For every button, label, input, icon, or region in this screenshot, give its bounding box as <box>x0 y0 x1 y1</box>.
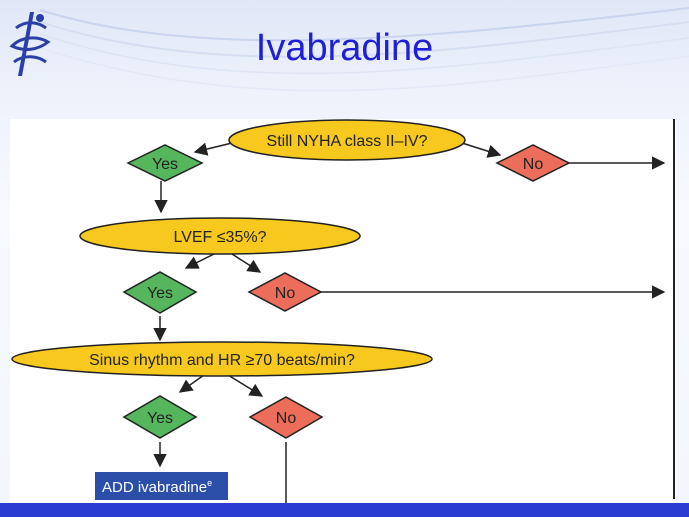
decision-yes-2-label: Yes <box>147 285 173 302</box>
action-label: ADD ivabradinee <box>102 478 212 496</box>
edge-q2-no <box>231 253 262 273</box>
action-box <box>95 472 228 500</box>
decision-no-2-label: No <box>275 285 296 302</box>
decision-no-3-label: No <box>276 410 297 427</box>
decision-no-2: No <box>247 272 323 312</box>
edge-q1-yes <box>193 142 233 156</box>
decision-no-1-label: No <box>523 156 544 173</box>
decision-no-2-shape <box>247 272 323 312</box>
decision-yes-1-label: Yes <box>152 156 178 173</box>
question-sinus-rhythm-label: Sinus rhythm and HR ≥70 beats/min? <box>89 352 355 369</box>
connectors <box>153 142 666 503</box>
question-nyha-shape <box>228 119 466 161</box>
edge-q3-yes <box>178 374 205 393</box>
edge-q3-no <box>227 374 264 397</box>
decorative-swoosh <box>39 7 689 92</box>
question-nyha: Still NYHA class II–IV? <box>228 119 466 161</box>
decision-no-1-shape <box>495 144 571 182</box>
slide-title: Ivabradine <box>255 27 434 69</box>
action-add-ivabradine: ADD ivabradinee <box>95 472 228 500</box>
decision-yes-3: Yes <box>122 395 198 439</box>
decision-no-3-shape <box>248 396 324 439</box>
panel-right-border <box>673 119 675 499</box>
decision-yes-3-shape <box>122 395 198 439</box>
society-logo <box>9 12 51 76</box>
decision-no-1: No <box>495 144 571 182</box>
decision-yes-3-label: Yes <box>147 410 173 427</box>
decision-yes-2: Yes <box>122 271 198 314</box>
question-lvef-label: LVEF ≤35%? <box>174 229 267 246</box>
question-sinus-rhythm-shape <box>11 341 433 377</box>
question-sinus-rhythm: Sinus rhythm and HR ≥70 beats/min? <box>11 341 433 377</box>
decision-yes-2-shape <box>122 271 198 314</box>
bottom-bar <box>0 503 689 517</box>
question-nyha-label: Still NYHA class II–IV? <box>267 133 428 150</box>
question-lvef: LVEF ≤35%? <box>79 217 361 255</box>
edge-q1-no <box>461 142 502 158</box>
decision-yes-1-shape <box>126 144 204 182</box>
edge-q2-yes <box>184 253 215 269</box>
flowchart-panel <box>10 119 676 504</box>
decision-yes-1: Yes <box>126 144 204 182</box>
question-lvef-shape <box>79 217 361 255</box>
decision-no-3: No <box>248 396 324 439</box>
